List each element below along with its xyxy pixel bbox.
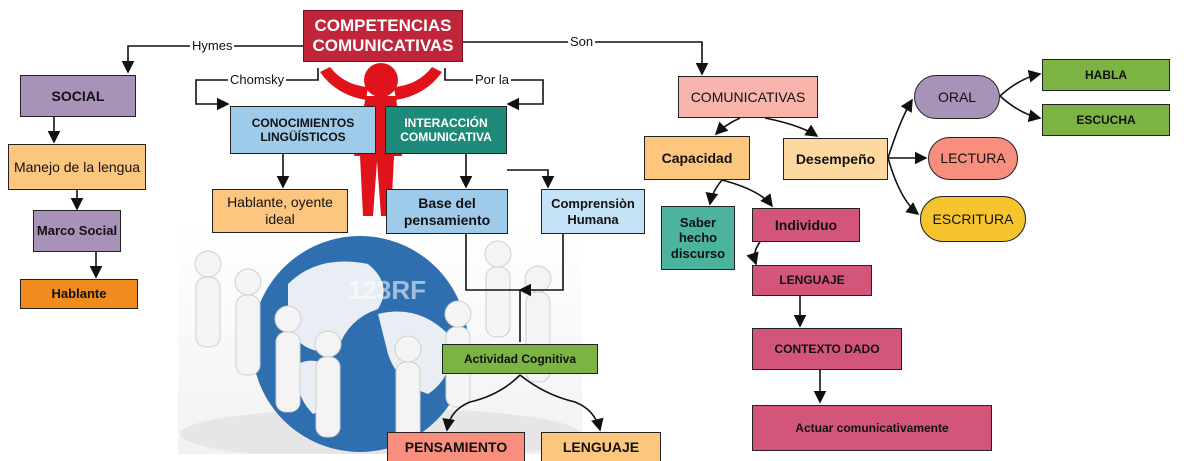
node-lenguaje-right: LENGUAJE: [752, 265, 872, 296]
node-individuo: Individuo: [752, 208, 860, 242]
node-habla: HABLA: [1042, 59, 1170, 91]
edge-label-por-la: Por la: [473, 72, 511, 87]
node-saber-hecho-discurso: Saber hecho discurso: [661, 206, 735, 270]
node-oral: ORAL: [914, 75, 1000, 119]
node-capacidad: Capacidad: [644, 136, 750, 180]
node-interaccion-comunicativa: INTERACCIÓN COMUNICATIVA: [385, 106, 507, 154]
root-node: COMPETENCIAS COMUNICATIVAS: [303, 10, 463, 62]
node-hablante: Hablante: [20, 279, 138, 309]
node-lectura: LECTURA: [928, 137, 1018, 180]
edge-label-hymes: Hymes: [190, 38, 235, 53]
node-escucha: ESCUCHA: [1042, 104, 1170, 136]
node-actuar-comunicativamente: Actuar comunicativamente: [752, 405, 992, 451]
node-social: SOCIAL: [20, 75, 136, 117]
node-contexto-dado: CONTEXTO DADO: [752, 328, 902, 370]
node-marco-social: Marco Social: [33, 210, 121, 252]
node-conocimientos-linguisticos: CONOCIMIENTOS LINGÜÍSTICOS: [230, 106, 376, 154]
node-comunicativas: COMUNICATIVAS: [678, 76, 818, 118]
node-actividad-cognitiva: Actividad Cognitiva: [442, 344, 598, 374]
node-hablante-oyente-ideal: Hablante, oyente ideal: [212, 189, 348, 233]
edge-label-son: Son: [568, 34, 596, 49]
node-lenguaje-bottom: LENGUAJE: [541, 432, 661, 461]
node-manejo-lengua: Manejo de la lengua: [8, 144, 146, 190]
node-pensamiento: PENSAMIENTO: [387, 432, 525, 461]
node-base-pensamiento: Base del pensamiento: [386, 189, 508, 234]
watermark-text: 123RF: [348, 275, 426, 305]
node-comprension-humana: Comprensiòn Humana: [541, 189, 645, 234]
edge-label-chomsky: Chomsky: [228, 72, 287, 87]
node-escritura: ESCRITURA: [920, 196, 1026, 242]
node-desempeno: Desempeño: [783, 138, 888, 180]
